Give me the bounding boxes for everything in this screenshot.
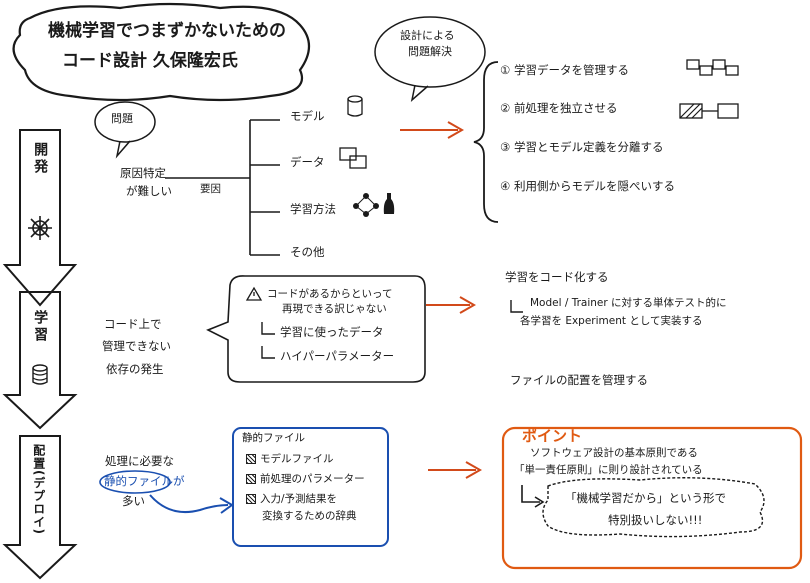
training-bubble-shape	[206, 275, 426, 383]
training-right-detail-2: 各学習を Experiment として実装する	[520, 315, 703, 327]
training-right-detail-1: Model / Trainer に対する単体テスト的に	[530, 297, 727, 309]
data-files-icon	[339, 147, 367, 169]
deploy-left-1: 処理に必要な	[105, 454, 174, 468]
point-line-2: 「単一責任原則」に則り設計されている	[514, 464, 703, 476]
problem-bubble-label: 問題	[111, 112, 133, 125]
preprocess-icon	[679, 103, 739, 119]
static-item-4: 変換するための辞典	[262, 510, 357, 522]
design-bubble-line-1: 設計による	[400, 29, 455, 42]
deploy-top-text: ファイルの配置を管理する	[510, 373, 648, 387]
static-box-title: 静的ファイル	[242, 432, 305, 444]
quote-cloud	[542, 477, 765, 538]
arrow-dev	[400, 121, 465, 139]
branch-model: モデル	[290, 109, 325, 123]
solution-1: ① 学習データを管理する	[500, 63, 629, 77]
training-left-1: コード上で	[104, 317, 162, 331]
blue-arrow	[149, 494, 229, 514]
static-item-2: 前処理のパラメーター	[246, 473, 365, 485]
phase-label-dev: 開発	[32, 142, 49, 176]
solution-4: ④ 利用側からモデルを隠ぺいする	[500, 179, 675, 193]
phase-label-train: 学習	[32, 310, 49, 344]
arrow-deploy	[428, 461, 483, 479]
training-warning-1: コードがあるからといって	[267, 288, 393, 300]
phase-arrow-deploy	[2, 435, 78, 580]
design-bubble-line-2: 問題解決	[408, 45, 452, 58]
training-item-hyperparam: ハイパーパラメーター	[280, 349, 395, 363]
title-line-1: 機械学習でつまずかないための	[48, 21, 286, 41]
cause-line-2: が難しい	[126, 184, 172, 198]
branch-data: データ	[290, 155, 325, 169]
network-icon	[353, 193, 379, 217]
point-quote-1: 「機械学習だから」という形で	[565, 491, 726, 505]
point-label: ポイント	[522, 427, 583, 445]
database-icon	[32, 364, 48, 385]
point-line-1: ソフトウェア設計の基本原則である	[530, 447, 698, 459]
title-cloud	[12, 2, 311, 102]
cause-line-1: 原因特定	[120, 166, 166, 180]
deploy-left-3: 多い	[122, 494, 145, 508]
factor-label: 要因	[200, 183, 221, 195]
point-quote-2: 特別扱いしない!!!	[608, 513, 703, 527]
branch-method: 学習方法	[290, 202, 336, 216]
training-left-3: 依存の発生	[106, 362, 164, 376]
training-left-2: 管理できない	[102, 339, 171, 353]
gear-icon	[28, 216, 52, 240]
problem-bubble-shape	[94, 101, 156, 143]
phase-label-deploy: 配置(デプロイ)	[31, 444, 46, 535]
solution-2: ② 前処理を独立させる	[500, 101, 618, 115]
phase-arrow-train	[2, 291, 78, 430]
static-item-1: モデルファイル	[246, 453, 334, 465]
warning-icon	[245, 286, 263, 301]
solution-3: ③ 学習とモデル定義を分離する	[500, 140, 664, 154]
static-item-3: 入力/予測結果を	[246, 493, 337, 505]
grid-files-icon	[686, 59, 739, 76]
model-db-icon	[347, 95, 363, 117]
title-line-2: コード設計 久保隆宏氏	[62, 51, 238, 71]
arrow-train	[426, 296, 477, 314]
bottle-icon	[383, 193, 395, 214]
training-item-data: 学習に使ったデータ	[280, 325, 384, 339]
training-right-title: 学習をコード化する	[505, 270, 609, 284]
deploy-left-2: 静的ファイルが	[104, 474, 185, 488]
branch-other: その他	[290, 245, 325, 259]
point-box	[501, 426, 803, 570]
static-files-box	[232, 427, 389, 547]
phase-arrow-dev	[2, 129, 78, 307]
design-bubble-shape	[374, 16, 486, 88]
solutions-brace	[473, 61, 499, 223]
training-warning-2: 再現できる訳じゃない	[282, 303, 387, 315]
